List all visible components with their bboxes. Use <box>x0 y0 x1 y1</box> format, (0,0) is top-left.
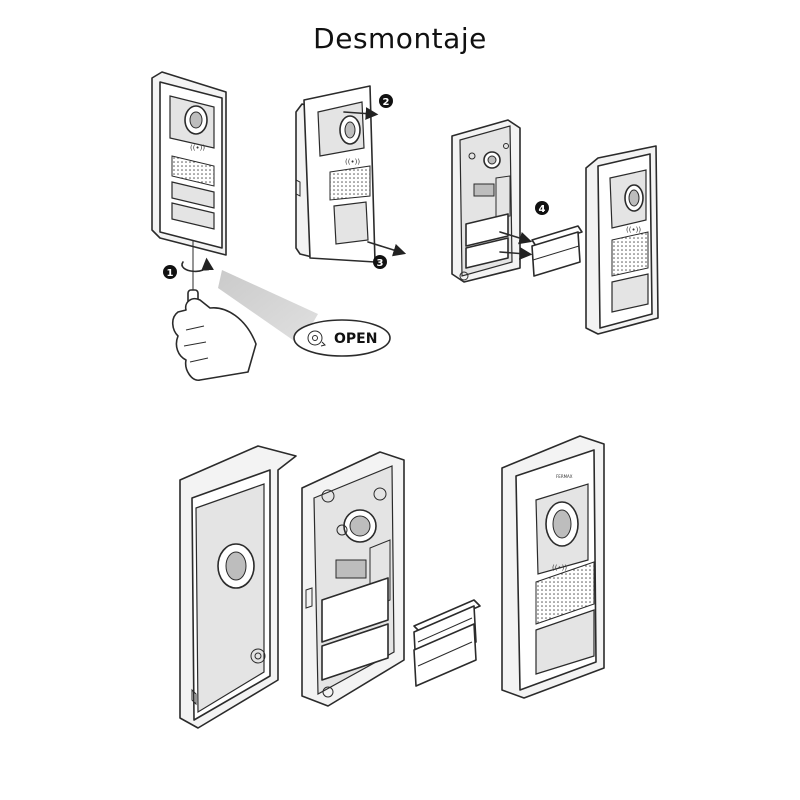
arrow-icon-2 <box>367 241 407 257</box>
rain-hood <box>179 445 297 729</box>
rfid-label-2: ((•)) <box>345 158 360 166</box>
rfid-label-4: ((•)) <box>552 564 567 572</box>
electronics-module-step3 <box>451 119 521 283</box>
callout-beam <box>218 270 318 345</box>
svg-text:1: 1 <box>167 268 174 279</box>
arrow-icon-4 <box>499 247 533 260</box>
rotate-arrow-icon <box>181 257 214 273</box>
svg-text:3: 3 <box>377 258 384 269</box>
open-label: OPEN <box>334 331 377 347</box>
unlock-rotate-icon <box>307 330 326 347</box>
brand-mark: FERMAX <box>556 474 573 479</box>
rfid-label: ((•)) <box>190 144 205 152</box>
rfid-label-3: ((•)) <box>626 226 641 234</box>
arrow-icon-3 <box>499 231 533 245</box>
front-cover-assembled: FERMAX ((•)) <box>501 435 605 699</box>
electronics-module <box>301 451 405 707</box>
page-title: Desmontaje <box>313 22 487 55</box>
tilting-panel-step2: ((•)) <box>295 85 376 263</box>
removed-button-blocks <box>531 225 583 277</box>
step-3-badge: 3 <box>367 241 407 269</box>
screwdriver-hand-icon <box>171 289 257 381</box>
assembled-panel-step1: ((•)) <box>151 71 227 300</box>
button-blocks <box>413 599 481 687</box>
svg-text:2: 2 <box>383 97 390 108</box>
step-2-badge: 2 <box>343 94 393 120</box>
open-callout: OPEN <box>293 319 391 357</box>
arrow-icon <box>343 107 379 120</box>
step-4-badge: 4 <box>499 201 549 260</box>
step-1-badge: 1 <box>163 265 177 279</box>
svg-text:4: 4 <box>539 204 546 215</box>
front-cover: ((•)) <box>585 145 659 335</box>
